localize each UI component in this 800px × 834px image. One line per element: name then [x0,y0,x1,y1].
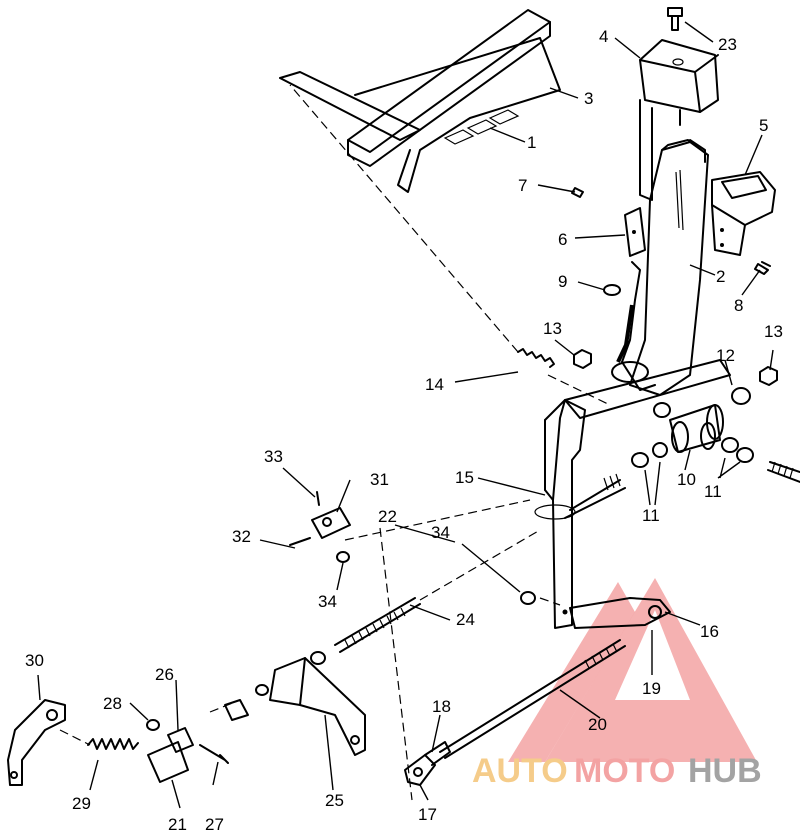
label-part-19: 19 [642,679,661,698]
label-part-33: 33 [264,447,283,466]
part-7-screw [571,187,584,198]
label-part-10: 10 [677,470,696,489]
part-10-bushing [669,404,724,453]
label-part-1: 1 [527,133,536,152]
label-part-34-upper: 34 [431,523,450,542]
part-27-pin [199,744,229,764]
part-25-bracket [269,657,366,756]
label-part-20: 20 [588,715,607,734]
watermark-moto-text: MOTO [574,752,675,790]
part-8-screw [754,261,771,275]
part-14-spring [289,84,611,406]
label-part-5: 5 [759,116,768,135]
label-part-29: 29 [72,794,91,813]
label-part-32: 32 [232,527,251,546]
part-34-nut-a [336,551,350,563]
label-part-4: 4 [599,27,608,46]
leader-lines [37,21,774,809]
label-part-24: 24 [456,610,475,629]
cable-end-hardware [146,684,269,783]
label-part-11-right: 11 [704,482,722,501]
threaded-shaft-end [767,461,800,483]
label-part-17: 17 [418,805,437,824]
label-part-11-left: 11 [642,506,660,525]
label-part-21: 21 [168,815,187,834]
label-part-13-right: 13 [764,322,783,341]
part-16-lower-arm [569,597,671,629]
label-part-9: 9 [558,272,567,291]
part-33-pin [316,491,320,506]
label-part-25: 25 [325,791,344,810]
part-24-cable [310,597,421,665]
part-2-pedal-arm [629,139,709,396]
part-5-pedal-pad [711,171,776,256]
part-17-rod-end [404,741,451,786]
part-13-nuts [573,349,778,386]
watermark-auto-text: AUTO [472,752,568,790]
automotohub-watermark: AUTO MOTO HUB [472,578,762,790]
label-part-30: 30 [25,651,44,670]
pedal-rod-assembly [611,261,656,391]
label-part-8: 8 [734,296,743,315]
part-20-rod [439,639,626,759]
part-15-lever [534,399,586,629]
part-31-clevis [311,507,351,539]
part-3-support-bar [279,9,561,193]
label-part-12: 12 [716,346,735,365]
label-part-13-left: 13 [543,319,562,338]
part-30-bracket [7,699,66,786]
label-part-18: 18 [432,697,451,716]
watermark-hub-text: HUB [688,752,762,790]
part-9-clip [603,284,621,296]
part-26-block [167,727,194,753]
part-32-pin [289,537,311,546]
label-part-23: 23 [718,35,737,54]
label-part-3: 3 [584,89,593,108]
part-29-spring [87,738,139,750]
label-part-6: 6 [558,230,567,249]
part-labels: 1 2 3 4 5 6 7 8 9 10 11 11 12 13 13 14 1… [25,27,783,834]
label-part-7: 7 [518,176,527,195]
part-4-pedal [639,39,719,201]
clevis-cluster [289,491,536,605]
part-6-bracket-plate [624,207,646,257]
part-11-washers [631,387,754,468]
label-part-31: 31 [370,470,389,489]
label-part-27: 27 [205,815,224,834]
label-part-15: 15 [455,468,474,487]
label-part-26: 26 [155,665,174,684]
label-part-16: 16 [700,622,719,641]
part-34-nut-b [520,591,536,605]
label-part-14: 14 [425,375,444,394]
part-21-plate [147,741,189,783]
label-part-34-lower: 34 [318,592,337,611]
part-23-bolt [667,7,683,31]
part-28-nut [146,719,160,731]
label-part-28: 28 [103,694,122,713]
label-part-2: 2 [716,267,725,286]
label-part-22: 22 [378,507,397,526]
